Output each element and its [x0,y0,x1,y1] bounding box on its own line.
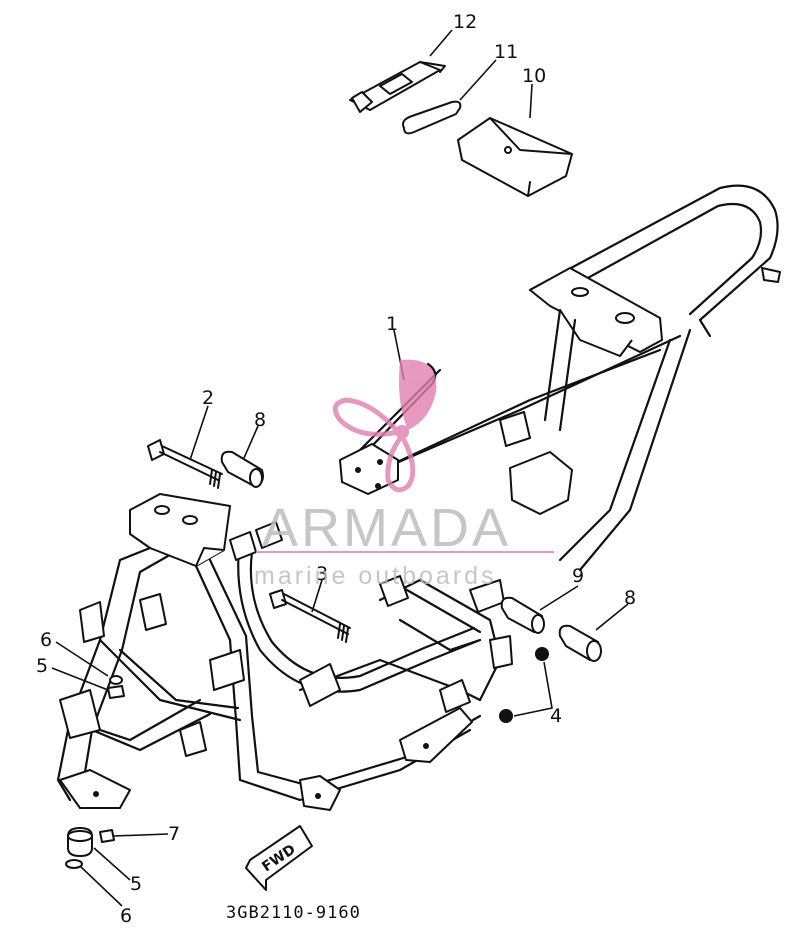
part-5-6-upper [107,675,125,699]
callout-1: 1 [386,313,398,335]
part-1-main-frame [56,184,781,811]
watermark-title: ARMADA [262,498,511,558]
callout-5-upper: 5 [36,655,48,677]
watermark-subtitle: marine outboards [254,562,497,590]
watermark: ARMADA marine outboards [254,359,554,590]
callout-3: 3 [316,563,328,585]
callout-8-lower: 8 [624,587,636,609]
leader-lines [51,29,629,907]
part-4-nuts [499,647,549,723]
part-code: 3GB2110-9160 [226,903,361,923]
part-9-collar [500,596,545,634]
callout-12: 12 [453,11,477,33]
callout-7: 7 [168,823,180,845]
callout-8-upper: 8 [254,409,266,431]
watermark-logo-icon [332,359,437,493]
part-12-bracket [349,61,446,113]
callout-2: 2 [202,387,214,409]
callout-9: 9 [572,565,584,587]
part-8-collar-upper [220,450,264,488]
callout-labels: 12 11 10 1 2 8 3 9 8 4 6 5 7 5 6 [36,11,636,927]
part-2-bolt [147,439,223,489]
part-8-collar-lower [558,624,602,662]
part-5-6-lower [65,827,93,869]
part-7-screw [99,829,115,843]
fwd-direction-arrow: FWD [245,825,313,891]
callout-4: 4 [550,705,562,727]
part-10-pouch [457,117,573,197]
part-11-strip [402,100,462,135]
callout-11: 11 [494,41,518,63]
callout-5-lower: 5 [130,873,142,895]
callout-6-upper: 6 [40,629,52,651]
part-3-bolt [269,589,351,643]
callout-6-lower: 6 [120,905,132,927]
callout-10: 10 [522,65,546,87]
